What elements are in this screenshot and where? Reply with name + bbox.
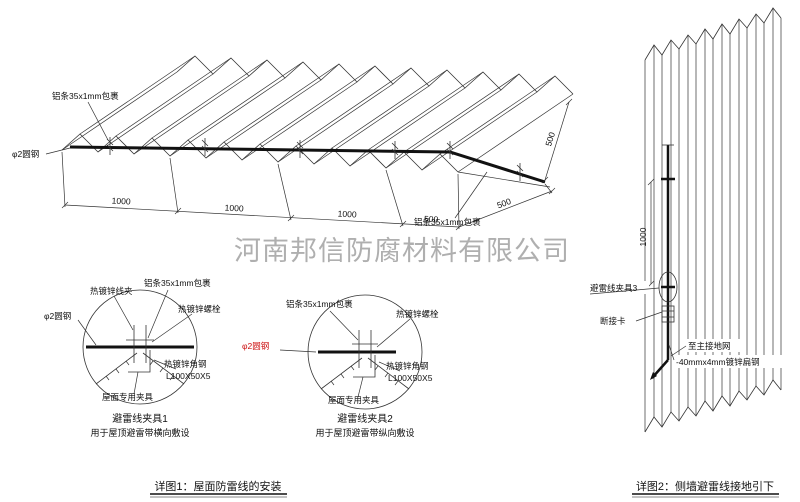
caption-fig1: 详图1：屋面防雷线的安装 xyxy=(154,479,281,493)
detail2-callout-circle xyxy=(307,294,423,410)
roof-right-eave-edge xyxy=(457,171,551,188)
detail1-callout-circle xyxy=(82,289,198,405)
detail1-label-round-steel: φ2圆钢 xyxy=(44,311,71,321)
label-round-steel-main: φ2圆钢 xyxy=(12,149,39,159)
ground-arrowhead xyxy=(650,372,657,380)
detail1-subtitle: 用于屋顶避雷带横向敷设 xyxy=(90,427,189,438)
leader-al-strip-top xyxy=(87,101,109,141)
detail1-label-roof-clamp: 屋面专用夹具 xyxy=(102,392,154,402)
leader-to-ground xyxy=(670,345,687,357)
label-mask xyxy=(684,339,746,352)
wall-label-flat-steel: -40mmx4mm镀锌扁钢 xyxy=(676,357,760,367)
detail1-label-angle-spec: L100X50X5 xyxy=(166,371,211,381)
wall-rib-lines xyxy=(644,8,782,432)
detail2-label-bolt: 热镀锌螺栓 xyxy=(396,309,439,319)
leader-flat-steel xyxy=(668,344,675,361)
detail2-subtitle: 用于屋顶避雷带纵向敷设 xyxy=(315,427,414,438)
detail1-hatch-marks xyxy=(105,360,174,381)
wall-clamp-callout-ellipse xyxy=(658,271,678,303)
detail-circle-1: 热镀锌线夹 铝条35x1mm包裹 热镀锌螺栓 φ2圆钢 热镀锌角钢 L100X5… xyxy=(44,278,221,438)
detail1-angle-steel xyxy=(128,350,151,373)
detail2-title: 避雷线夹具2 xyxy=(337,412,393,425)
roof-front-zigzag-edge xyxy=(61,133,459,173)
detail2-label-round-steel: φ2圆钢 xyxy=(242,341,269,351)
label-al-strip-top: 铝条35x1mm包裹 xyxy=(52,91,119,101)
wall-dim-1000: 1000 xyxy=(638,227,648,246)
leader-al-strip-right xyxy=(454,171,488,219)
detail1-label-bolt: 热镀锌螺栓 xyxy=(178,304,221,314)
caption-fig2: 详图2：侧墙避雷线接地引下 xyxy=(636,479,774,493)
dimension-line-right-500 xyxy=(544,101,570,181)
dim-500-a: 500 xyxy=(424,214,439,225)
label-mask xyxy=(597,314,637,327)
wall-label-disconnect: 断接卡 xyxy=(600,316,626,326)
dim-1000-c: 1000 xyxy=(337,208,357,219)
detail1-label-wire-clamp: 热镀锌线夹 xyxy=(90,286,133,296)
dim-1000-b: 1000 xyxy=(224,202,244,213)
dimension-extension-lines xyxy=(61,151,553,230)
dimension-line-bottom xyxy=(64,204,460,228)
dimension-ticks-right xyxy=(541,98,573,184)
disconnect-link-bolts xyxy=(662,310,674,318)
lightning-wire xyxy=(69,145,546,184)
detail2-label-angle-spec: L100X50X5 xyxy=(388,373,433,383)
roof-isometric-view: 1000 1000 1000 500 500 500 铝条35x1mm包裹 φ2… xyxy=(12,55,574,231)
leader-round-steel-main xyxy=(45,147,71,155)
detail2-label-angle-steel: 热镀锌角钢 xyxy=(386,361,429,371)
disconnect-link-plates xyxy=(661,305,675,323)
wall-label-clamp3: 避雷线夹具3 xyxy=(590,283,638,293)
detail2-roof-peak xyxy=(320,357,410,390)
detail1-leaders xyxy=(77,289,193,395)
label-mask xyxy=(672,355,784,368)
watermark: 河南邦信防腐材料有限公司 xyxy=(234,236,570,266)
roof-back-zigzag-edge xyxy=(176,55,574,95)
dim-1000-a: 1000 xyxy=(111,195,131,206)
detail-circle-2: 铝条35x1mm包裹 热镀锌螺栓 φ2圆钢 热镀锌角钢 L100X50X5 屋面… xyxy=(242,294,439,438)
figure-captions: 详图1：屋面防雷线的安装 详图2：侧墙避雷线接地引下 xyxy=(150,479,779,498)
detail1-title: 避雷线夹具1 xyxy=(112,412,168,425)
detail1-label-al-strip: 铝条35x1mm包裹 xyxy=(144,278,211,288)
label-mask xyxy=(587,281,649,294)
roof-dimensions: 1000 1000 1000 500 500 500 xyxy=(61,98,573,231)
wire-clamp-marks xyxy=(106,137,524,181)
leader-clamp3 xyxy=(589,287,660,295)
wall-label-to-ground: 至主接地网 xyxy=(688,341,731,351)
detail2-label-al-strip: 铝条35x1mm包裹 xyxy=(286,299,353,309)
detail2-label-roof-clamp: 屋面专用夹具 xyxy=(328,395,380,405)
roof-ridge-lines xyxy=(61,55,574,173)
detail1-label-angle-steel: 热镀锌角钢 xyxy=(164,359,207,369)
dimension-line-bottom-right xyxy=(458,190,553,228)
dim-500-b: 500 xyxy=(496,196,513,211)
label-al-strip-right: 铝条35x1mm包裹 xyxy=(414,217,481,227)
dim-500-c: 500 xyxy=(543,131,557,148)
detail2-hatch-marks xyxy=(330,365,399,386)
detail2-leaders xyxy=(279,310,411,398)
detail2-angle-steel xyxy=(353,355,376,378)
detail1-roof-peak xyxy=(95,352,185,385)
wall-view: 1000 避雷线夹具3 断接卡 至主接地网 -40mmx4mm镀锌扁钢 xyxy=(587,7,784,433)
detail1-clamp-plates xyxy=(126,325,154,363)
detail2-clamp-plates xyxy=(352,330,378,368)
leader-disconnect xyxy=(635,311,663,322)
